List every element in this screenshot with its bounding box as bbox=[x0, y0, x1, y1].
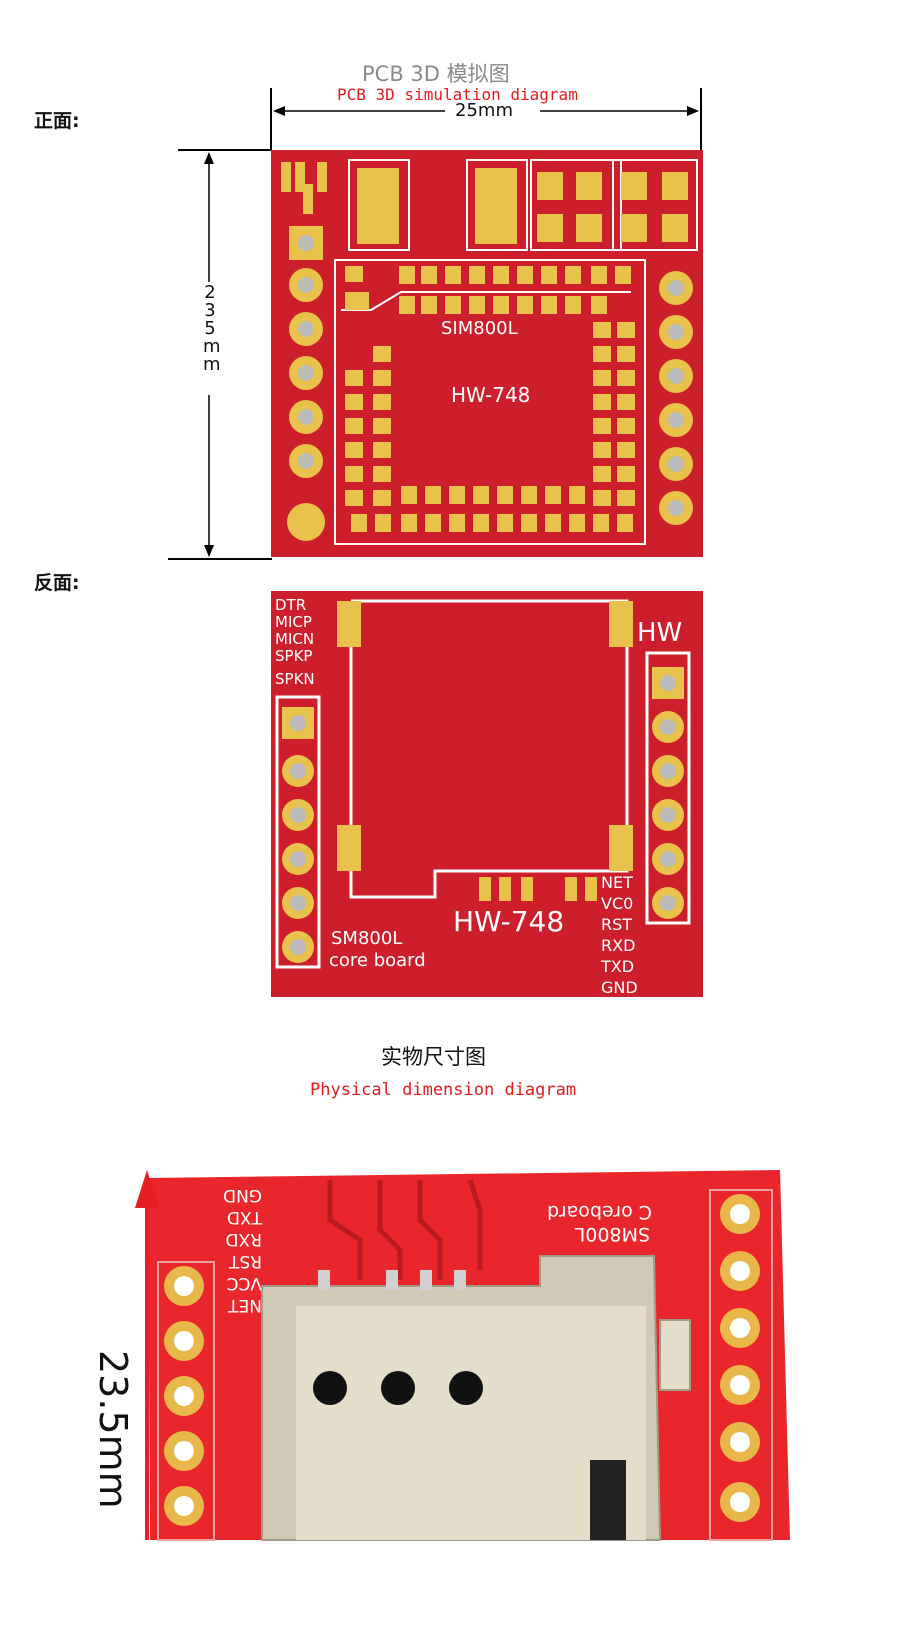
front-side-label: 正面: bbox=[34, 110, 80, 132]
physical-title-cn: 实物尺寸图 bbox=[381, 1045, 486, 1069]
back-left-pin-label: MICN bbox=[275, 630, 314, 648]
back-model-label: HW-748 bbox=[453, 905, 564, 938]
mirrored-pin-label: RST bbox=[228, 1251, 262, 1271]
back-left-pin-label: DTR bbox=[275, 596, 306, 614]
height-char: 2 bbox=[204, 282, 216, 303]
front-width-dimension: 25mm bbox=[455, 100, 513, 121]
mirrored-board-name-line2: C oreboard bbox=[547, 1201, 652, 1223]
pcb-3d-title-cn: PCB 3D 模拟图 bbox=[362, 62, 510, 86]
back-right-pin-label: NET bbox=[601, 873, 633, 892]
height-char: m bbox=[203, 354, 221, 375]
mirrored-pin-label: NET bbox=[228, 1295, 262, 1315]
back-brand-label: HW bbox=[637, 618, 682, 648]
mirrored-pin-label: RXD bbox=[225, 1229, 262, 1249]
mirrored-pin-label: GND bbox=[223, 1185, 262, 1205]
back-right-pin-label: RXD bbox=[601, 936, 635, 955]
front-height-dimension: 2 3 5 m m bbox=[203, 282, 221, 375]
front-chip-label: SIM800L bbox=[441, 318, 518, 339]
front-model-label: HW-748 bbox=[451, 383, 530, 407]
mirrored-pin-label: TXD bbox=[227, 1207, 263, 1227]
front-dimension-lines bbox=[168, 88, 702, 560]
back-right-pin-label: VC0 bbox=[601, 894, 633, 913]
back-right-pin-label: TXD bbox=[600, 957, 634, 976]
back-left-pin-label: SPKP bbox=[275, 647, 312, 665]
back-pcb-board: DTR MICP MICN SPKP SPKN HW NET VC0 RST R… bbox=[271, 591, 703, 997]
back-board-name-line1: SM800L bbox=[331, 928, 402, 949]
physical-dimension-label: 23.5mm bbox=[91, 1350, 135, 1509]
back-left-pin-label: SPKN bbox=[275, 670, 315, 688]
back-right-pin-label: RST bbox=[601, 915, 632, 934]
back-right-pin-label: GND bbox=[601, 978, 638, 997]
back-board-name-line2: core board bbox=[329, 950, 426, 971]
front-pcb-board: SIM800L HW-748 bbox=[271, 150, 703, 557]
pcb-3d-title-en: PCB 3D simulation diagram bbox=[337, 85, 578, 104]
height-char: 5 bbox=[204, 318, 216, 339]
mirrored-board-name-line1: SM800L bbox=[574, 1223, 650, 1245]
back-left-pin-label: MICP bbox=[275, 613, 312, 631]
back-side-label: 反面: bbox=[34, 572, 80, 594]
physical-title-en: Physical dimension diagram bbox=[310, 1080, 577, 1100]
physical-board-photo: GND TXD RXD RST VCC NET SM800L C oreboar… bbox=[91, 1170, 790, 1541]
height-char: 3 bbox=[204, 300, 216, 321]
height-char: m bbox=[203, 336, 221, 357]
mirrored-pin-label: VCC bbox=[227, 1273, 262, 1293]
